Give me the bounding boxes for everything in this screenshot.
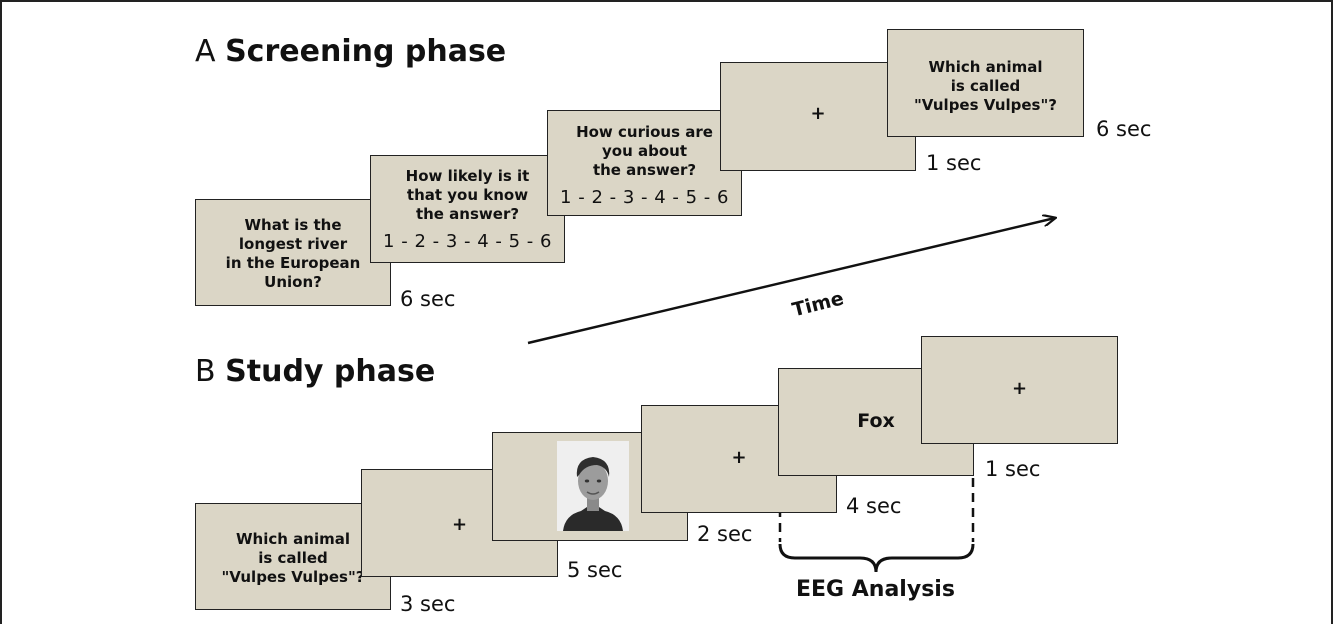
screening-heading: A Screening phase [195,34,506,69]
time-arrow [527,218,1055,345]
curiosity-line-2: you about [602,142,687,160]
study-fixation-2-duration: 4 sec [846,494,902,518]
fixation-cross: + [1011,378,1028,399]
screening-answer-line-2: is called [950,77,1021,95]
face-card [492,432,688,541]
likelihood-line-3: the answer? [415,205,520,223]
eeg-brace [778,543,975,573]
face-photo [557,441,629,531]
screening-answer-card: Which animal is called "Vulpes Vulpes"? [887,29,1084,137]
screening-fixation-card: + [720,62,916,171]
answer-word: Fox [857,410,895,432]
screening-answer-line-3: "Vulpes Vulpes"? [913,96,1058,114]
screening-q-line-1: What is the [244,216,342,234]
answer-word-duration: 1 sec [985,457,1041,481]
fixation-cross: + [451,514,468,535]
screening-question-card: What is the longest river in the Europea… [195,199,391,306]
curiosity-scale: 1 - 2 - 3 - 4 - 5 - 6 [560,187,729,208]
screening-answer-duration: 6 sec [1096,117,1152,141]
study-fixation-card-3: + [921,336,1118,444]
likelihood-rating-card: How likely is it that you know the answe… [370,155,565,263]
screening-question-duration: 6 sec [400,287,456,311]
screening-q-line-4: Union? [264,273,322,291]
likelihood-line-2: that you know [406,186,529,204]
likelihood-line-1: How likely is it [405,167,530,185]
study-question-duration: 3 sec [400,592,456,616]
curiosity-line-3: the answer? [592,161,697,179]
screening-letter: A [195,34,216,69]
fixation-cross: + [731,447,747,468]
curiosity-line-1: How curious are [576,123,713,141]
study-q-line-1: Which animal [236,530,350,548]
screening-fixation-duration: 1 sec [926,151,982,175]
eeg-analysis-label: EEG Analysis [796,577,955,602]
study-q-line-3: "Vulpes Vulpes"? [221,568,365,586]
face-duration: 2 sec [697,522,753,546]
screening-answer-line-1: Which animal [928,58,1043,76]
study-q-line-2: is called [258,549,328,567]
curiosity-rating-card: How curious are you about the answer? 1 … [547,110,742,216]
screening-q-line-2: longest river [238,235,348,253]
likelihood-scale: 1 - 2 - 3 - 4 - 5 - 6 [383,231,552,252]
study-title: Study phase [225,354,436,389]
study-letter: B [195,354,216,389]
fixation-cross: + [810,103,826,124]
study-fixation-1-duration: 5 sec [567,558,623,582]
screening-q-line-3: in the European [225,254,361,272]
study-heading: B Study phase [195,354,435,389]
screening-title: Screening phase [225,34,507,69]
